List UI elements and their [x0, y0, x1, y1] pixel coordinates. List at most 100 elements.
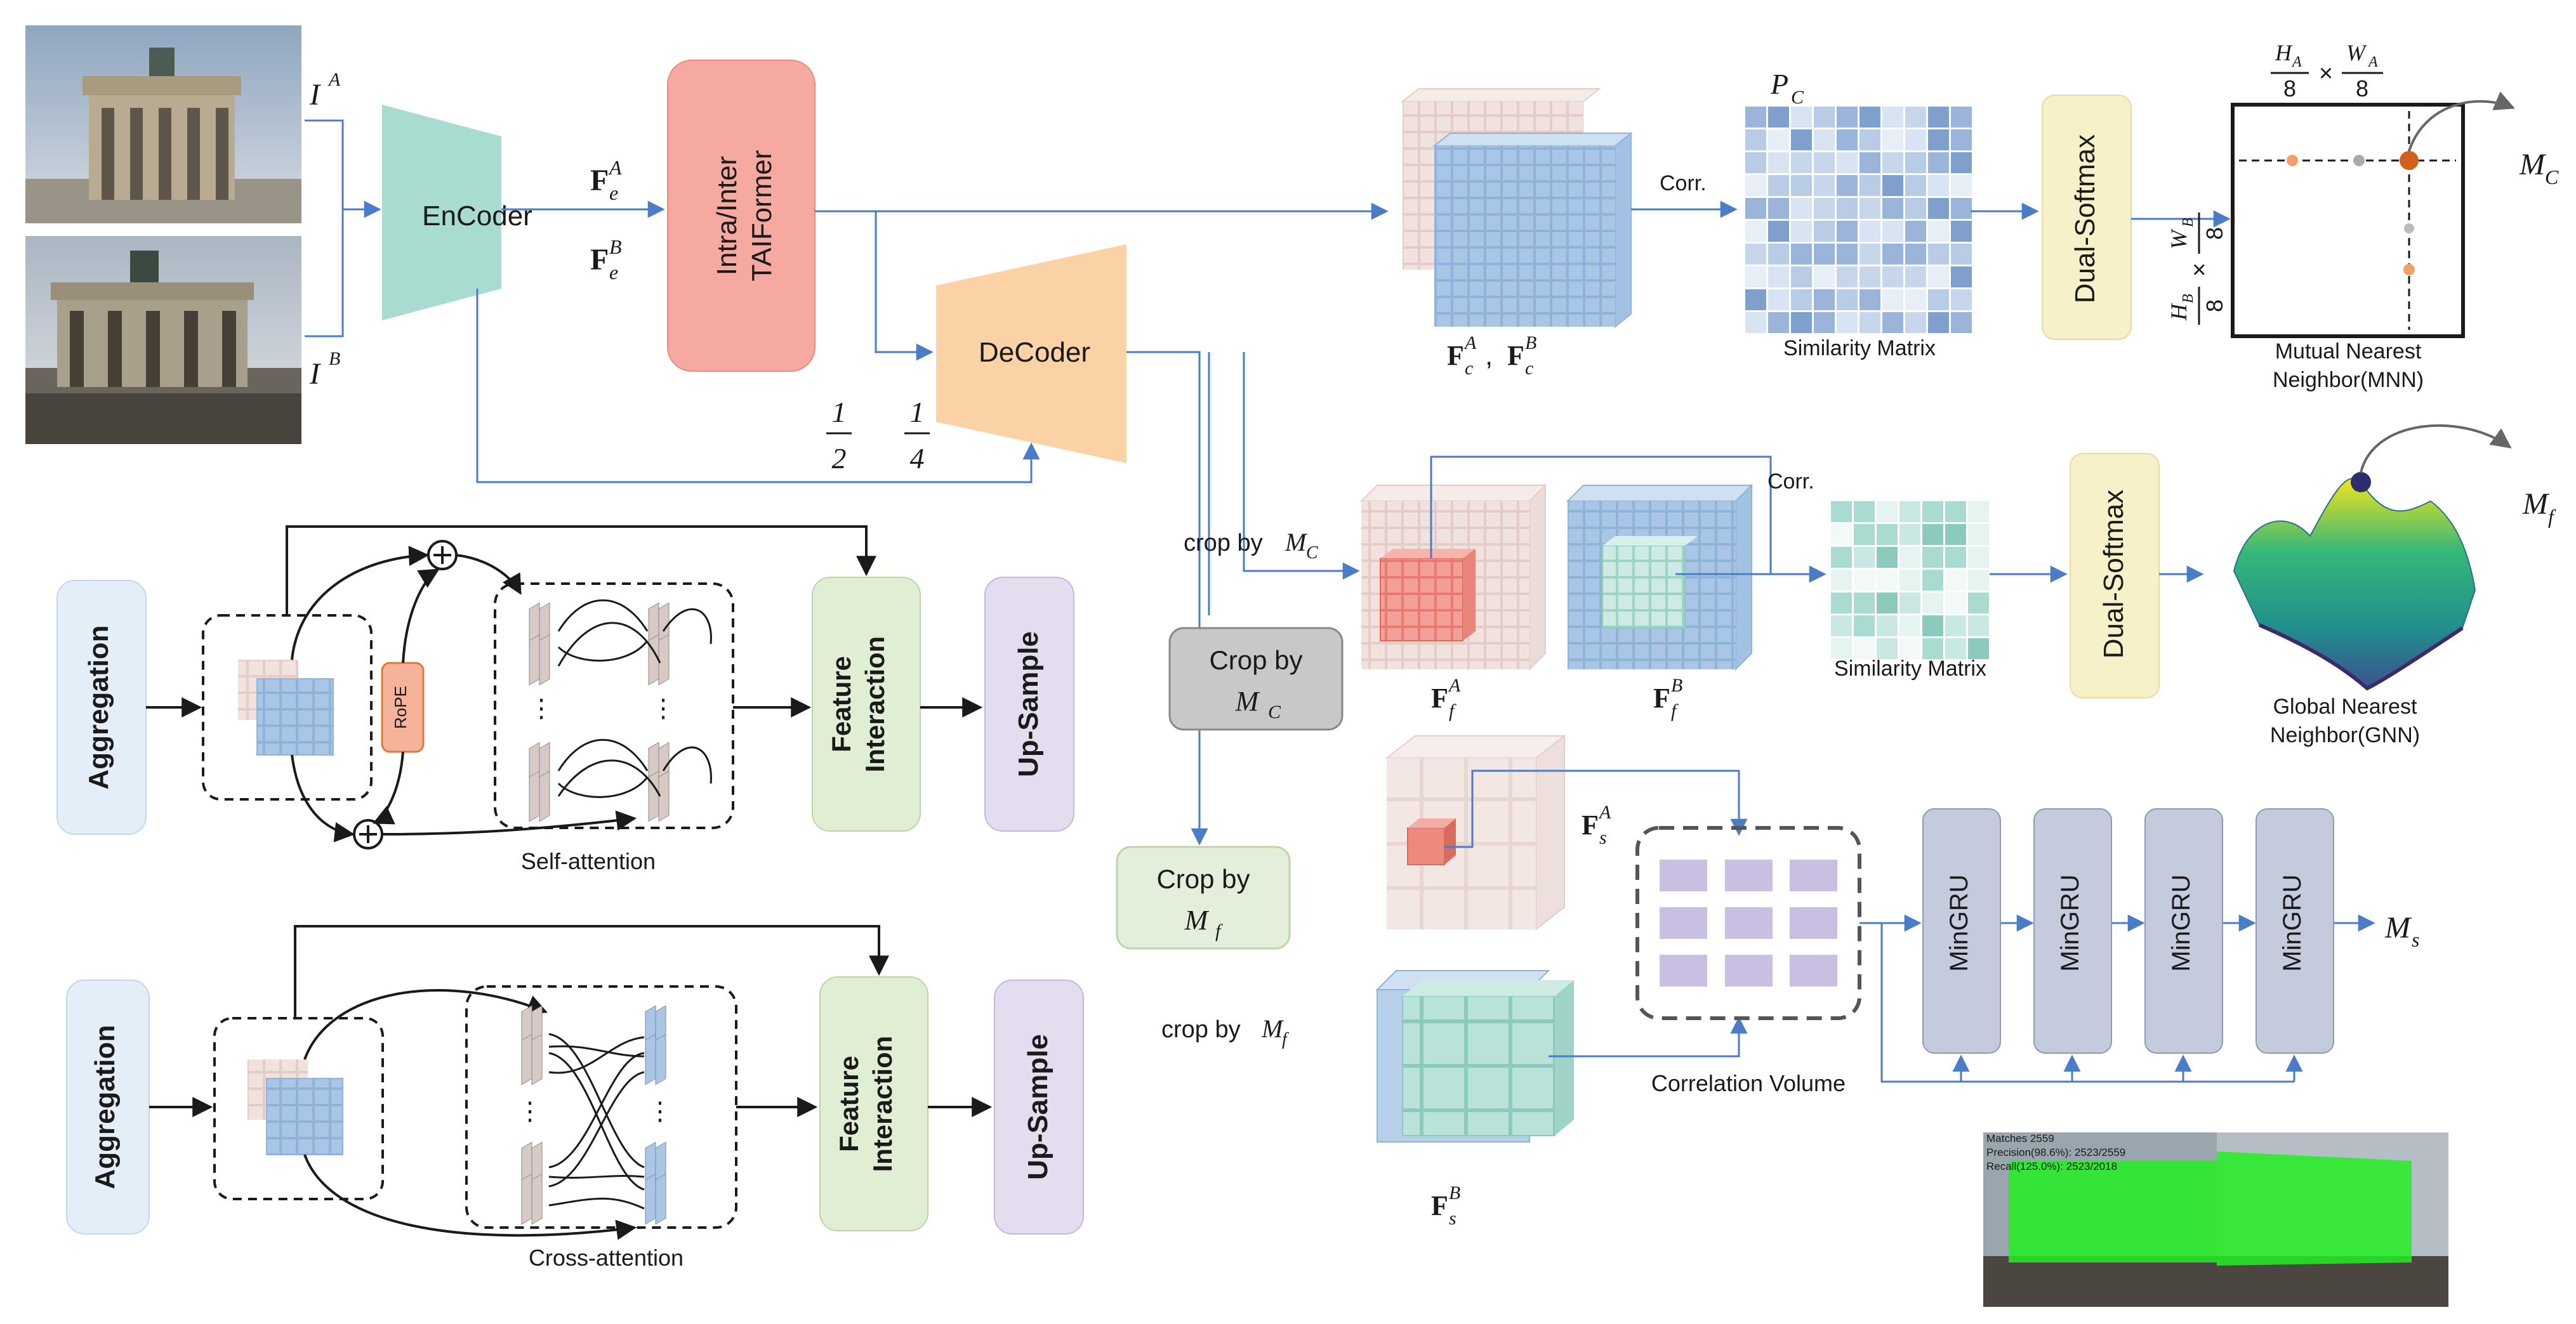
similarity-cell [1968, 638, 1989, 659]
subpixel-feature-cube-b [1375, 970, 1574, 1143]
similarity-cell [1877, 593, 1898, 613]
similarity-cell [1831, 547, 1852, 568]
similarity-cell [1882, 198, 1903, 219]
similarity-cell [1922, 547, 1943, 568]
similarity-cell [1945, 593, 1966, 613]
gru-label-4: MinGRU [2278, 874, 2306, 971]
ffa-main: F [1431, 683, 1448, 714]
similarity-cell [1745, 312, 1766, 333]
similarity-cell [1905, 221, 1926, 242]
similarity-cell [1768, 175, 1789, 196]
svg-text:8: 8 [2356, 75, 2368, 102]
ca-dots-right: ⋮ [647, 1098, 673, 1125]
fc-a-sub: c [1465, 358, 1473, 379]
similarity-cell [1859, 221, 1880, 242]
self-attention-panel: Aggregation RoPE ⋮ ⋮ [56, 525, 1074, 874]
encoder-label: EnCoder [422, 200, 532, 232]
image-b-sup: B [329, 348, 340, 369]
similarity-cell [1945, 501, 1966, 522]
similarity-cell [1945, 524, 1966, 545]
similarity-cell [1745, 221, 1766, 242]
similarity-cell [1905, 152, 1926, 173]
sa-dots-right: ⋮ [651, 695, 676, 723]
similarity-cell [1945, 547, 1966, 568]
similarity-cell [1951, 266, 1972, 287]
similarity-cell [1951, 244, 1972, 265]
result-overlay-line3: Recall(125.0%): 2523/2018 [1986, 1160, 2117, 1172]
fine-feature-cube-a [1359, 483, 1547, 671]
similarity-cell [1899, 615, 1920, 636]
token-bar [539, 770, 550, 822]
correlation-volume-label: Correlation Volume [1651, 1070, 1846, 1096]
similarity-cell [1928, 244, 1949, 265]
ms-main: M [2384, 911, 2412, 945]
similarity-cell [1791, 244, 1812, 265]
similarity-cell [1791, 129, 1812, 150]
image-b-label: I [309, 357, 321, 391]
similarity-cell [1882, 152, 1903, 173]
svg-text:8: 8 [2283, 75, 2296, 102]
ca-upsample-label: Up-Sample [1022, 1034, 1054, 1180]
similarity-cell [1968, 593, 1989, 613]
result-overlay-line2: Precision(98.6%): 2523/2559 [1986, 1146, 2125, 1158]
image-a-sup: A [327, 69, 341, 90]
similarity-cell [1854, 570, 1875, 591]
encoder-skip-arrow [476, 289, 1040, 483]
decoder-block: DeCoder [936, 244, 1126, 463]
similarity-cell [1877, 501, 1898, 522]
similarity-cell [1837, 221, 1858, 242]
similarity-cell [1905, 289, 1926, 310]
similarity-cell [1899, 524, 1920, 545]
token-bar [529, 770, 540, 822]
mnn-candidate-point [2287, 155, 2298, 166]
token-bar [655, 1173, 666, 1225]
crop-mc-sub: C [1268, 702, 1281, 723]
similarity-cell [1831, 501, 1852, 522]
similarity-cell [1837, 129, 1858, 150]
gru-label-2: MinGRU [2056, 874, 2084, 971]
mnn-candidate-point [2353, 155, 2365, 166]
similarity-cell [1768, 152, 1789, 173]
similarity-cell [1814, 152, 1835, 173]
similarity-cell [1859, 312, 1880, 333]
gnn-label-line1: Global Nearest [2273, 695, 2417, 719]
similarity-cell [1768, 266, 1789, 287]
similarity-cell [1814, 198, 1835, 219]
similarity-cell [1814, 221, 1835, 242]
similarity-cell [1745, 198, 1766, 219]
similarity-cell [1831, 615, 1852, 636]
similarity-cell [1899, 638, 1920, 659]
similarity-cell [1814, 312, 1835, 333]
token-bar [521, 1173, 532, 1225]
similarity-cell [1745, 266, 1766, 287]
similarity-cell [1859, 107, 1880, 128]
similarity-cell [1882, 129, 1903, 150]
similarity-cell [1859, 198, 1880, 219]
similarity-cell [1837, 244, 1858, 265]
scale-half-num: 1 [832, 396, 847, 428]
fc-sep: , [1485, 340, 1493, 371]
similarity-cell [1814, 289, 1835, 310]
similarity-cell [1928, 152, 1949, 173]
fsa-sup: A [1598, 802, 1611, 823]
crop-mc-line1: Crop by [1209, 645, 1302, 675]
similarity-cell [1791, 289, 1812, 310]
crop-by-mc-box: Crop by M C [1168, 627, 1344, 731]
similarity-cell [1945, 615, 1966, 636]
similarity-cell [1951, 289, 1972, 310]
svg-text:A: A [2367, 54, 2378, 70]
similarity-cell [1814, 107, 1835, 128]
token-bar [645, 1173, 656, 1225]
svg-text:×: × [2319, 60, 2333, 87]
similarity-cell [1877, 570, 1898, 591]
similarity-cell [1745, 244, 1766, 265]
mnn-matrix [2231, 103, 2465, 338]
similarity-cell [1905, 244, 1926, 265]
mnn-candidate-point [2403, 264, 2415, 275]
token-bar [645, 1033, 656, 1085]
cross-attention-panel: Aggregation ⋮ ⋮ Cross-attention Feature … [66, 925, 1084, 1271]
gru-label-3: MinGRU [2167, 874, 2195, 971]
similarity-cell [1854, 547, 1875, 568]
taiformer-line2: TAIFormer [746, 150, 777, 282]
similarity-cell [1837, 312, 1858, 333]
